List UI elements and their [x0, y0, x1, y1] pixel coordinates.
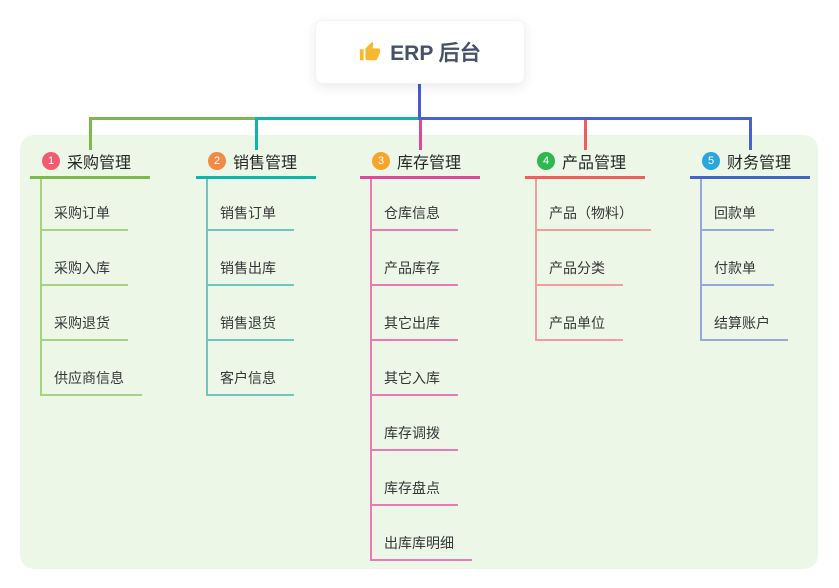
branch-number-badge: 2 [208, 152, 226, 170]
branch-underline [196, 176, 316, 179]
branch-underline [690, 176, 810, 179]
child-node[interactable]: 采购入库 [54, 260, 110, 276]
branch-number-badge: 4 [537, 152, 555, 170]
branch-connector-drop [88, 117, 92, 150]
connector-midleft [254, 117, 421, 120]
root-connector [417, 83, 421, 120]
branches-panel [20, 135, 818, 569]
child-node[interactable]: 库存盘点 [384, 480, 440, 496]
branch-underline [360, 176, 480, 179]
child-node[interactable]: 销售出库 [220, 260, 276, 276]
child-underline [206, 394, 294, 396]
branch-header-2[interactable]: 2 销售管理 [196, 149, 297, 173]
child-underline [535, 284, 623, 286]
child-node[interactable]: 采购退货 [54, 315, 110, 331]
branch-connector-drop [254, 117, 258, 150]
child-node[interactable]: 仓库信息 [384, 205, 440, 221]
child-node[interactable]: 销售订单 [220, 205, 276, 221]
child-underline [40, 394, 142, 396]
branch-number-badge: 3 [372, 152, 390, 170]
branch-number-badge: 1 [42, 152, 60, 170]
child-underline [40, 284, 128, 286]
branch-label: 产品管理 [562, 155, 627, 172]
child-node[interactable]: 采购订单 [54, 205, 110, 221]
child-node[interactable]: 其它出库 [384, 315, 440, 331]
branch-connector-drop [583, 117, 587, 150]
branch-number-badge: 5 [702, 152, 720, 170]
branch-spine [370, 179, 372, 561]
branch-label: 库存管理 [397, 155, 462, 172]
child-node[interactable]: 客户信息 [220, 370, 276, 386]
child-node[interactable]: 出库库明细 [384, 535, 454, 551]
branch-spine [535, 179, 537, 341]
child-underline [206, 229, 294, 231]
child-node[interactable]: 产品（物料） [549, 205, 633, 221]
branch-connector-drop [418, 117, 422, 150]
branch-header-4[interactable]: 4 产品管理 [525, 149, 626, 173]
branch-label: 财务管理 [727, 155, 792, 172]
child-underline [40, 229, 128, 231]
thumbs-up-icon [359, 41, 381, 63]
branch-header-1[interactable]: 1 采购管理 [30, 149, 131, 173]
child-node[interactable]: 付款单 [714, 260, 756, 276]
child-node[interactable]: 产品分类 [549, 260, 605, 276]
branch-underline [30, 176, 150, 179]
child-underline [535, 339, 623, 341]
child-underline [700, 284, 774, 286]
branch-header-3[interactable]: 3 库存管理 [360, 149, 461, 173]
child-node[interactable]: 回款单 [714, 205, 756, 221]
child-node[interactable]: 销售退货 [220, 315, 276, 331]
child-underline [700, 229, 774, 231]
branch-header-5[interactable]: 5 财务管理 [690, 149, 791, 173]
branch-label: 销售管理 [233, 155, 298, 172]
root-title: ERP 后台 [390, 42, 481, 65]
child-node[interactable]: 供应商信息 [54, 370, 124, 386]
branch-spine [700, 179, 702, 341]
branch-underline [525, 176, 645, 179]
child-underline [370, 504, 458, 506]
child-underline [700, 339, 788, 341]
child-node[interactable]: 库存调拨 [384, 425, 440, 441]
child-underline [370, 229, 458, 231]
child-underline [370, 559, 472, 561]
child-node[interactable]: 结算账户 [714, 315, 770, 331]
branch-spine [206, 179, 208, 396]
root-node[interactable]: ERP 后台 [315, 20, 525, 84]
connector-left [88, 117, 256, 120]
connector-right [417, 117, 752, 120]
child-underline [370, 284, 458, 286]
child-underline [206, 339, 294, 341]
child-underline [370, 394, 458, 396]
branch-label: 采购管理 [67, 155, 132, 172]
child-underline [40, 339, 128, 341]
child-node[interactable]: 产品库存 [384, 260, 440, 276]
child-underline [370, 449, 458, 451]
child-node[interactable]: 产品单位 [549, 315, 605, 331]
child-underline [206, 284, 294, 286]
branch-spine [40, 179, 42, 396]
branch-connector-drop [748, 117, 752, 150]
child-underline [370, 339, 458, 341]
child-node[interactable]: 其它入库 [384, 370, 440, 386]
child-underline [535, 229, 651, 231]
